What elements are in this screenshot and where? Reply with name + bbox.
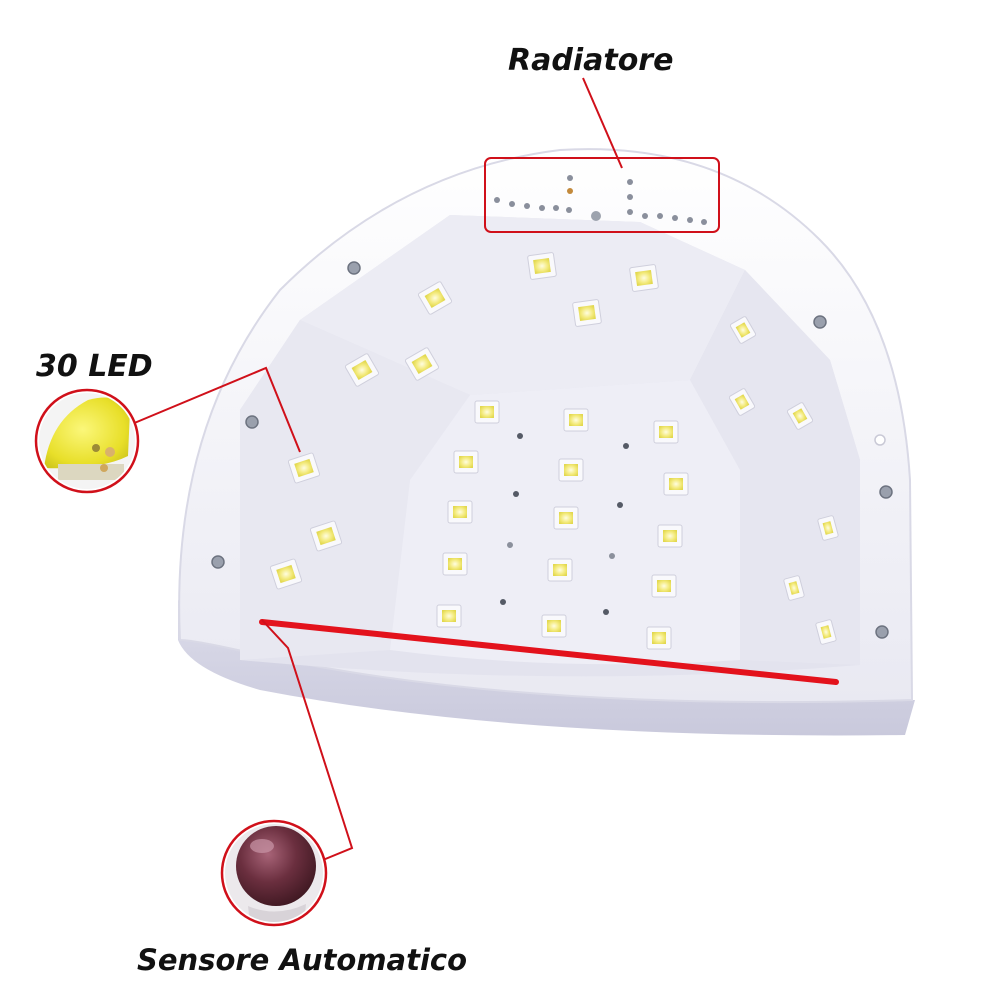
led [527, 252, 557, 280]
led [786, 402, 814, 430]
sensor-callout-line [261, 619, 354, 863]
led [657, 524, 683, 548]
led [442, 552, 468, 576]
auto-sensor-label: Sensore Automatico [137, 943, 468, 977]
sensor-strip-highlight [259, 619, 839, 685]
led [309, 520, 343, 552]
led-array [269, 252, 839, 650]
led [572, 299, 602, 327]
led [553, 506, 579, 530]
led [269, 558, 303, 590]
led [815, 619, 837, 645]
sensor-closeup-icon [220, 819, 328, 927]
led [547, 558, 573, 582]
led [474, 400, 500, 424]
led [417, 281, 453, 315]
led [729, 316, 757, 344]
led [651, 574, 677, 598]
led [541, 614, 567, 638]
led [663, 472, 689, 496]
radiator-label: Radiatore [508, 43, 674, 78]
cavity-right-panel [690, 270, 860, 665]
floor-holes [500, 433, 629, 615]
led [558, 458, 584, 482]
led [728, 388, 756, 416]
led [646, 626, 672, 650]
radiator-vents [494, 175, 707, 225]
led [653, 420, 679, 444]
radiator-callout-line [582, 77, 623, 169]
cavity-top-panel [300, 215, 745, 395]
led-closeup-icon [34, 388, 140, 494]
led-count-label: 30 LED [36, 349, 153, 384]
led [287, 452, 321, 484]
led [563, 408, 589, 432]
led [629, 264, 659, 292]
led [436, 604, 462, 628]
led [404, 347, 440, 381]
led [344, 353, 380, 387]
led [453, 450, 479, 474]
led-callout-line [131, 366, 301, 453]
screws [211, 261, 893, 639]
led [817, 515, 839, 541]
led [447, 500, 473, 524]
radiator-callout-box [484, 157, 720, 233]
led [783, 575, 805, 601]
